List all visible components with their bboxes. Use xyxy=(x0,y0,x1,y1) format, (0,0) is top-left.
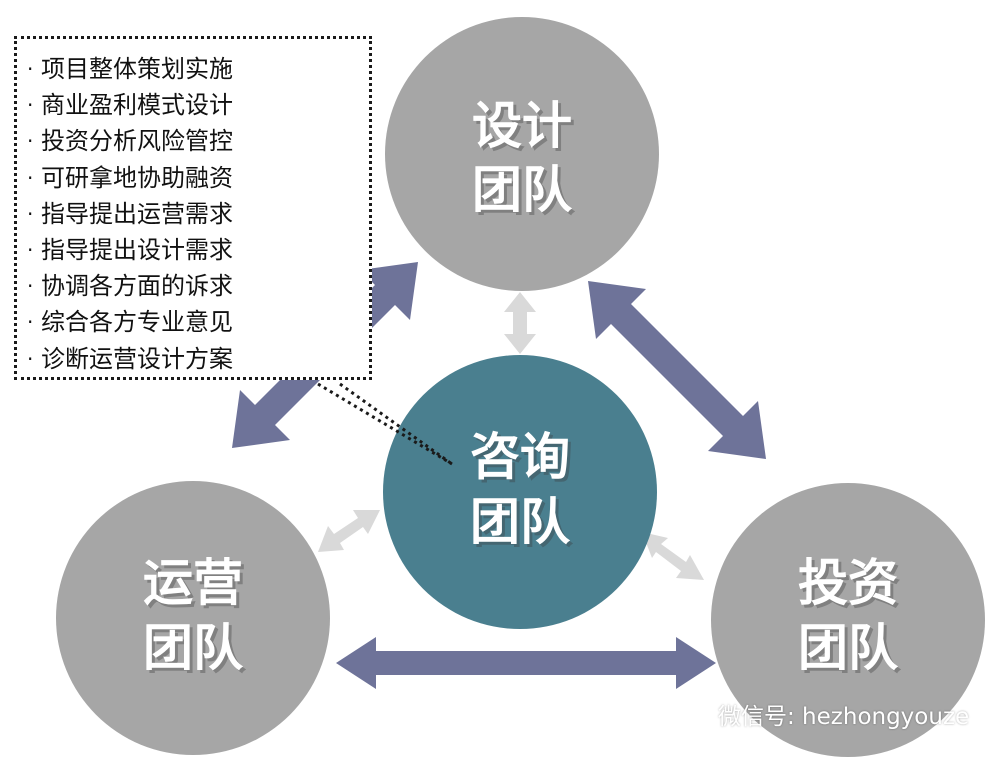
consult-duty-item: 商业盈利模式设计 xyxy=(27,87,369,123)
arrow-design-investment xyxy=(588,281,766,459)
label-investment: 投资 投资 团队 团队 xyxy=(798,553,902,680)
label-design-line2-shadow: 团队 xyxy=(475,163,576,222)
circle-operation xyxy=(56,481,330,755)
label-design: 设计 设计 团队 团队 xyxy=(472,96,576,222)
label-consult-line1-shadow: 咨询 xyxy=(473,430,573,489)
consult-duties-list: 项目整体策划实施商业盈利模式设计投资分析风险管控可研拿地协助融资指导提出运营需求… xyxy=(27,51,369,377)
consult-duties-callout: 项目整体策划实施商业盈利模式设计投资分析风险管控可研拿地协助融资指导提出运营需求… xyxy=(14,36,372,380)
label-investment-line2-shadow: 团队 xyxy=(801,621,902,680)
consult-duty-item: 项目整体策划实施 xyxy=(27,51,369,87)
wechat-watermark: 微信号: hezhongyouze xyxy=(668,694,969,734)
label-investment-line1-shadow: 投资 xyxy=(801,556,901,615)
consult-duty-item: 综合各方专业意见 xyxy=(27,304,369,340)
label-operation-line2-shadow: 团队 xyxy=(146,621,247,680)
arrow-consult-investment xyxy=(642,532,704,580)
wechat-id-text: 微信号: hezhongyouze xyxy=(718,704,970,730)
label-investment-line1: 投资 xyxy=(798,553,898,612)
consult-duty-item: 诊断运营设计方案 xyxy=(27,341,369,377)
label-design-line1: 设计 xyxy=(472,96,572,155)
wechat-icon xyxy=(668,698,707,728)
label-operation-line2: 团队 xyxy=(143,618,244,677)
label-consult-line2-shadow: 团队 xyxy=(473,495,574,554)
arrow-consult-operation xyxy=(318,510,380,552)
circle-consult xyxy=(383,355,657,629)
consult-duty-item: 可研拿地协助融资 xyxy=(27,160,369,196)
label-consult: 咨询 咨询 团队 团队 xyxy=(470,427,574,554)
label-investment-line2: 团队 xyxy=(798,618,899,677)
circle-design xyxy=(385,17,659,291)
label-design-line2: 团队 xyxy=(472,160,573,219)
circle-investment xyxy=(711,483,985,757)
label-consult-line2: 团队 xyxy=(470,492,571,551)
callout-leader-line-upper xyxy=(317,382,453,466)
label-operation-line1: 运营 xyxy=(143,553,243,612)
callout-leader-line-lower xyxy=(339,382,453,466)
consult-duty-item: 投资分析风险管控 xyxy=(27,123,369,159)
label-operation-line1-shadow: 运营 xyxy=(146,556,246,615)
label-consult-line1: 咨询 xyxy=(470,427,570,486)
label-design-line1-shadow: 设计 xyxy=(475,99,575,158)
consult-duty-item: 指导提出设计需求 xyxy=(27,232,369,268)
arrow-operation-investment xyxy=(336,637,716,689)
consult-duty-item: 指导提出运营需求 xyxy=(27,196,369,232)
consult-duty-item: 协调各方面的诉求 xyxy=(27,268,369,304)
arrow-consult-design xyxy=(504,292,536,354)
label-operation: 运营 运营 团队 团队 xyxy=(143,553,247,680)
